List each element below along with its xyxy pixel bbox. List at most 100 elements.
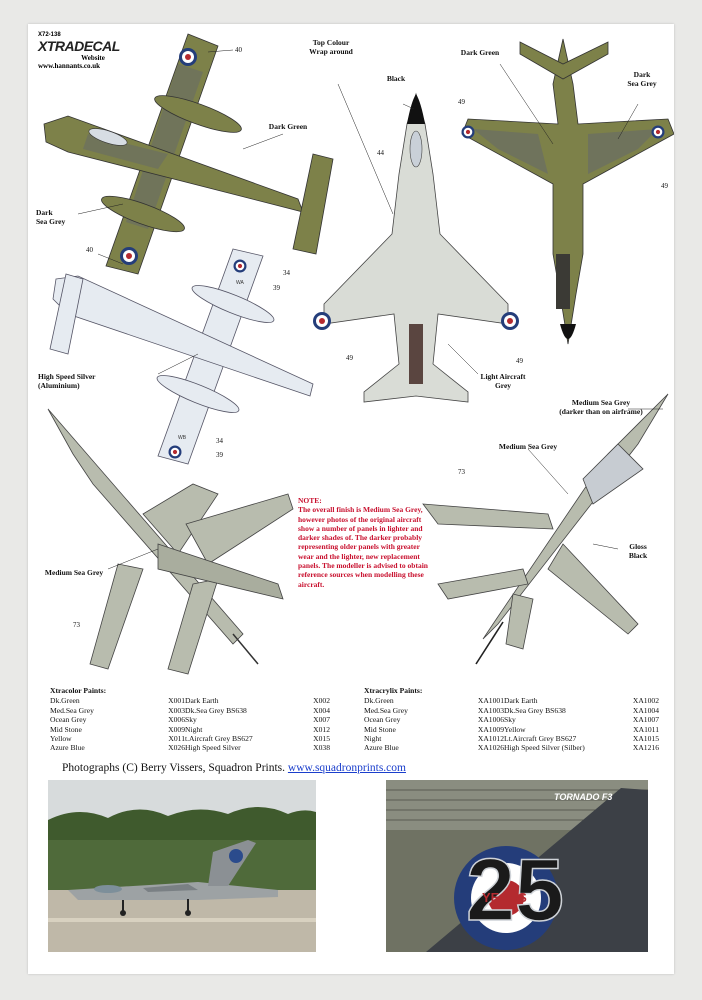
label-gloss-black: Gloss Black	[628, 542, 648, 560]
paint-code: X003	[168, 705, 185, 715]
paint-name: Dark Earth	[504, 696, 538, 706]
decal-number: 49	[458, 98, 465, 106]
label-light-aircraft-grey: Light Aircraft Grey	[480, 372, 526, 390]
paint-name: Azure Blue	[50, 743, 85, 753]
svg-text:WA: WA	[236, 280, 245, 286]
label-dark-sea-grey-meteor: Dark Sea Grey	[36, 208, 66, 226]
xtracrylix-heading: Xtracrylix Paints:	[364, 686, 423, 695]
svg-text:WB: WB	[178, 435, 187, 441]
paint-name: Sky	[504, 715, 516, 725]
xtracolor-heading: Xtracolor Paints:	[50, 686, 107, 695]
decal-number: 39	[216, 451, 223, 459]
decal-number: 40	[86, 246, 93, 254]
xtradecal-logo: XTRADECAL	[38, 38, 120, 54]
years-text: YEARS	[482, 890, 527, 905]
paint-name: Night	[364, 734, 382, 744]
decal-instruction-sheet: X72-138 XTRADECAL Website www.hannants.c…	[28, 24, 674, 974]
paint-code: X012	[313, 724, 330, 734]
brand-block: X72-138 XTRADECAL Website www.hannants.c…	[38, 32, 148, 70]
decal-number: 49	[516, 357, 523, 365]
note-heading: NOTE:	[298, 496, 322, 505]
paint-code: XA1026	[477, 743, 504, 753]
credits-text: Photographs (C) Berry Vissers, Squadron …	[62, 762, 286, 774]
tail-text: TORNADO F3	[554, 792, 613, 802]
paint-code: XA1006	[477, 715, 504, 725]
paint-name: Dk.Green	[50, 696, 80, 706]
paint-name: Ocean Grey	[50, 715, 87, 725]
decal-number: 34	[283, 269, 290, 277]
paint-code: XA1011	[633, 724, 659, 734]
note-body: The overall finish is Medium Sea Grey, h…	[298, 505, 428, 589]
product-code: X72-138	[38, 32, 61, 38]
paint-code: X004	[313, 705, 330, 715]
paint-name: Yellow	[504, 724, 526, 734]
phantom-grey-view	[313, 92, 519, 403]
paint-code: XA1002	[632, 696, 659, 706]
decal-number: 49	[346, 354, 353, 362]
paint-code: XA1007	[632, 715, 659, 725]
paint-name: Med.Sea Grey	[50, 705, 94, 715]
paint-code: X038	[313, 743, 330, 753]
decal-number: 49	[661, 182, 668, 190]
website-label: Website	[81, 54, 105, 62]
paint-name: Night	[185, 724, 203, 734]
label-black-nose: Black	[386, 74, 406, 83]
paint-code: X015	[313, 734, 330, 744]
meteor-under-view: WA WB	[49, 248, 314, 465]
paint-code: X009	[168, 724, 185, 734]
label-high-speed-silver: High Speed Silver (Aluminium)	[38, 372, 96, 390]
paint-name: Sky	[185, 715, 197, 725]
paint-name: t.Aircraft Grey BS627	[185, 734, 253, 744]
paint-code: X006	[168, 715, 185, 725]
paint-code: XA1004	[632, 705, 659, 715]
paint-code: XA1216	[632, 743, 659, 753]
photo-credits: Photographs (C) Berry Vissers, Squadron …	[62, 762, 406, 774]
paint-code: X001	[168, 696, 185, 706]
label-top-colour: Top Colour Wrap around	[309, 38, 353, 56]
paint-name: Dk.Sea Grey BS638	[504, 705, 566, 715]
paint-code: XA1012	[477, 734, 504, 744]
decal-number: 44	[377, 149, 384, 157]
tornado-left-view	[47, 408, 294, 675]
paint-code: X007	[313, 715, 330, 725]
svg-text:25: 25	[466, 840, 564, 939]
paint-code: X011	[168, 734, 185, 744]
paint-code: X026	[168, 743, 185, 753]
photo-25-years-tail: 25 TORNADO F3 YEARS	[386, 780, 648, 952]
decal-number: 39	[273, 284, 280, 292]
photo-tornado-runway	[48, 780, 316, 952]
paint-name: Med.Sea Grey	[364, 705, 408, 715]
paint-code: XA1015	[632, 734, 659, 744]
label-dark-green-phantom: Dark Green	[460, 48, 500, 57]
finish-note: NOTE: The overall finish is Medium Sea G…	[298, 496, 433, 589]
paint-name: Ocean Grey	[364, 715, 401, 725]
paint-name: Yellow	[50, 734, 72, 744]
paint-name: High Speed Silver	[185, 743, 241, 753]
paint-name: Lt.Aircraft Grey BS627	[504, 734, 577, 744]
paint-name: Azure Blue	[364, 743, 399, 753]
label-dark-sea-grey-phantom: Dark Sea Grey	[627, 70, 657, 88]
label-dark-green-meteor: Dark Green	[268, 122, 308, 131]
decal-number: 73	[73, 621, 80, 629]
tornado-right-view	[422, 393, 669, 665]
paint-name: Dk.Sea Grey BS638	[185, 705, 247, 715]
aircraft-artwork: WA WB	[43, 33, 674, 675]
paint-code: XA1001	[477, 696, 504, 706]
decal-number: 73	[458, 468, 465, 476]
label-medium-sea-grey-note: Medium Sea Grey (darker than on airframe…	[559, 398, 643, 416]
squadron-prints-link[interactable]: www.squadronprints.com	[287, 762, 406, 774]
paint-code: XA1009	[477, 724, 504, 734]
